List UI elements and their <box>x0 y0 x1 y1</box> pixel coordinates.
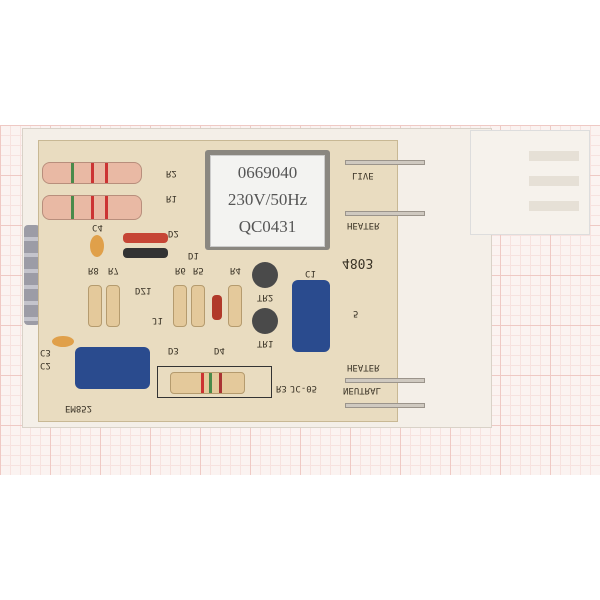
silk-r3: R3 <box>276 383 287 393</box>
capacitor-c2 <box>75 347 150 389</box>
silk-mark: 5 <box>353 308 359 318</box>
vent-slot <box>529 176 579 186</box>
silk-dz1: DZ1 <box>135 285 152 295</box>
silk-d2: D2 <box>168 228 179 238</box>
silk-neutral: NEUTRAL <box>343 385 381 395</box>
relay-qc-code: QC0431 <box>238 217 297 236</box>
silk-tr1: TR1 <box>257 338 274 348</box>
silk-model: EM852 <box>65 403 93 413</box>
silk-d1: D1 <box>188 250 199 260</box>
transistor-tr1 <box>252 308 278 334</box>
silk-r2: R2 <box>166 168 177 178</box>
housing-tab <box>470 130 590 235</box>
capacitor-c3 <box>52 336 74 347</box>
resistor-r8 <box>88 285 102 327</box>
transistor-tr2 <box>252 262 278 288</box>
resistor-r4 <box>228 285 242 327</box>
silk-board-code: JC-05 <box>290 383 318 393</box>
silk-c2: C2 <box>40 360 51 370</box>
diode-d4 <box>212 295 222 320</box>
resistor-r2 <box>42 162 142 184</box>
terminal-heater-2 <box>345 378 425 383</box>
vent-slot <box>529 151 579 161</box>
terminal-live <box>345 160 425 165</box>
resistor-r6 <box>173 285 187 327</box>
r3-outline <box>157 366 272 398</box>
silk-live: LIVE <box>352 170 374 180</box>
capacitor-c4 <box>90 235 104 257</box>
silk-c1: C1 <box>305 268 316 278</box>
vent-slot <box>529 201 579 211</box>
terminal-neutral <box>345 403 425 408</box>
silk-r5: R5 <box>193 265 204 275</box>
capacitor-c1 <box>292 280 330 352</box>
silk-tr2: TR2 <box>257 292 274 302</box>
silk-r8: R8 <box>88 265 99 275</box>
resistor-r3 <box>170 372 245 394</box>
silk-d4: D4 <box>214 345 225 355</box>
silk-c4: C4 <box>92 222 103 232</box>
silk-heater: HEATER <box>347 220 380 230</box>
silk-r6: R6 <box>175 265 186 275</box>
resistor-r5 <box>191 285 205 327</box>
terminal-heater <box>345 211 425 216</box>
relay-label: 0669040 230V/50Hz QC0431 <box>210 155 325 247</box>
resistor-r1 <box>42 195 142 220</box>
silk-r1: R1 <box>166 193 177 203</box>
silk-batch: 4803 <box>342 255 374 270</box>
relay-rating: 230V/50Hz <box>227 190 308 209</box>
silk-heater-2: HEATER <box>347 362 380 372</box>
silk-j1: J1 <box>152 315 163 325</box>
resistor-r7 <box>106 285 120 327</box>
silk-r7: R7 <box>108 265 119 275</box>
inductor-coil <box>24 225 40 325</box>
diode-d2 <box>123 233 168 243</box>
relay-part-number: 0669040 <box>237 163 298 182</box>
silk-d3: D3 <box>168 345 179 355</box>
silk-c3: C3 <box>40 347 51 357</box>
diode-d1 <box>123 248 168 258</box>
silk-r4: R4 <box>230 265 241 275</box>
